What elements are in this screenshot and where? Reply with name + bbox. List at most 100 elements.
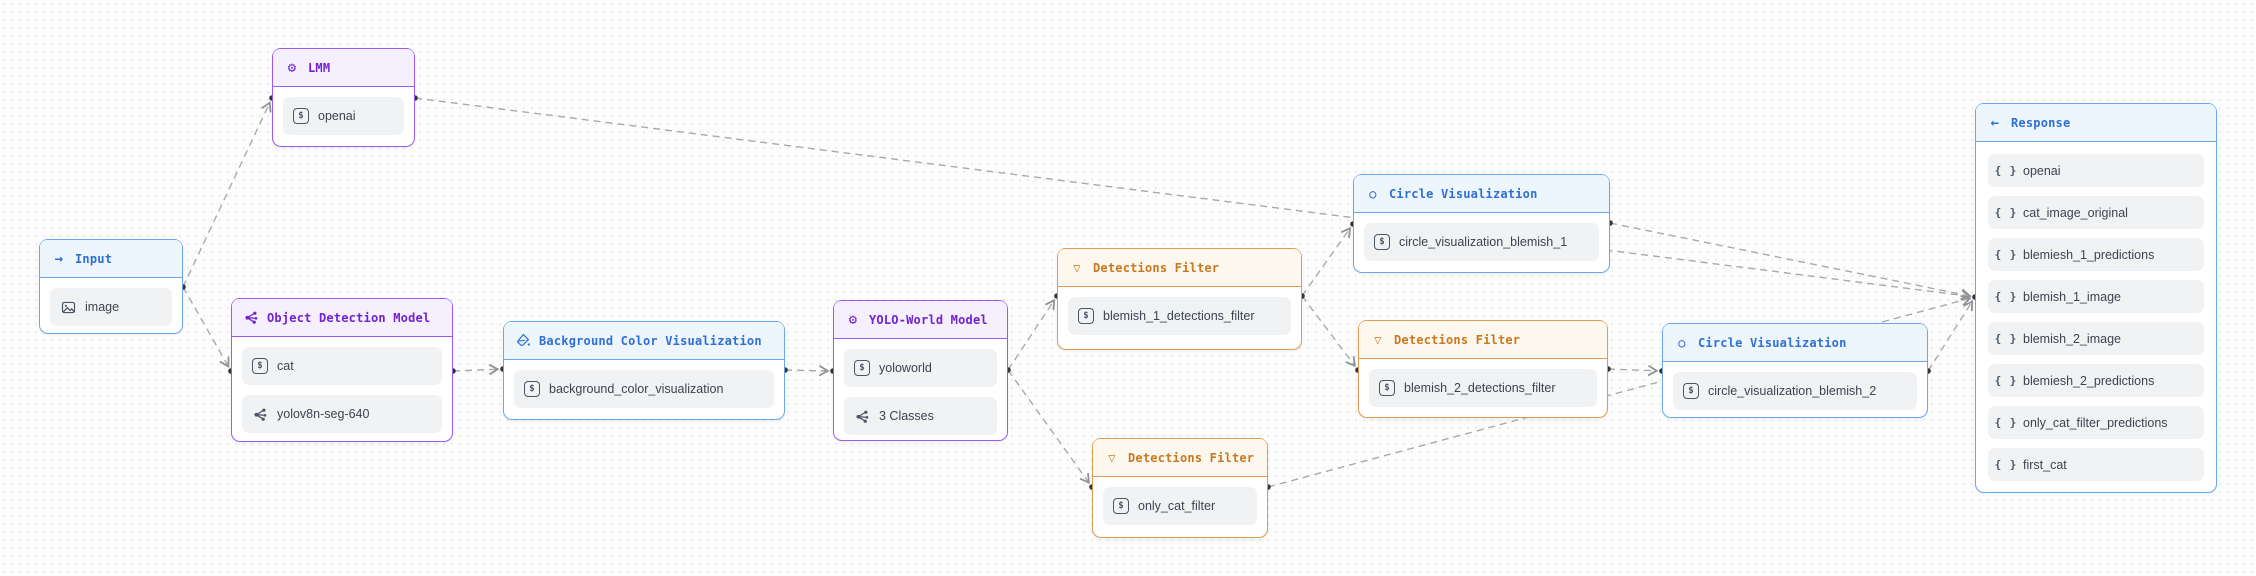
edge-lmm-to-response	[414, 97, 1972, 301]
item-label: blemiesh_2_predictions	[2023, 373, 2155, 388]
dollar-square-icon: $	[1113, 498, 1129, 514]
item-label: yoloworld	[879, 361, 932, 375]
node-title: Response	[2011, 115, 2071, 130]
item-circle-visualization-blemish-1[interactable]: $circle_visualization_blemish_1	[1364, 223, 1599, 261]
edge-input-to-lmm	[182, 101, 272, 288]
node-body: $ cat yolov8n-seg-640	[232, 337, 452, 443]
item-label: image	[85, 300, 120, 314]
node-background-color-visualization[interactable]: Background Color Visualization $backgroun…	[503, 321, 785, 420]
node-title: LMM	[308, 60, 331, 75]
item-blemish-1-detections-filter[interactable]: $blemish_1_detections_filter	[1068, 297, 1291, 335]
node-title: Object Detection Model	[267, 310, 431, 325]
item-blemish-2-detections-filter[interactable]: $ blemish_2_detections_filter	[1369, 369, 1597, 407]
dollar-square-icon: $	[252, 358, 268, 374]
node-yolo-world-model[interactable]: ⚙ YOLO-World Model $ yoloworld 3 Classes	[833, 300, 1008, 441]
item-cat-image-original[interactable]: { }cat_image_original	[1988, 196, 2204, 229]
item-only-cat-filter[interactable]: $only_cat_filter	[1103, 487, 1257, 525]
item-label: cat_image_original	[2023, 205, 2128, 220]
item-label: only_cat_filter_predictions	[2023, 415, 2168, 430]
braces-icon: { }	[1994, 248, 2018, 261]
item-blemish-1-image[interactable]: { } blemish_1_image	[1988, 280, 2204, 313]
item-label: background_color_visualization	[549, 382, 724, 396]
node-body: $ yoloworld 3 Classes	[834, 339, 1007, 445]
braces-icon: { }	[1994, 374, 2018, 387]
node-header: Object Detection Model	[232, 299, 452, 337]
funnel-icon: ▽	[1073, 260, 1081, 275]
node-detections-filter-3[interactable]: ▽Detections Filter $only_cat_filter	[1092, 438, 1268, 538]
braces-icon: { }	[1994, 416, 2018, 429]
dollar-square-icon: $	[1379, 380, 1395, 396]
item-label: first_cat	[2023, 457, 2067, 472]
edge-detections-filter-1-to-detections-filter-2	[1301, 295, 1356, 368]
braces-icon: { }	[1994, 290, 2018, 303]
node-title: Circle Visualization	[1389, 186, 1538, 201]
item-label: circle_visualization_blemish_2	[1708, 384, 1877, 398]
braces-icon: { }	[1994, 164, 2018, 177]
item-label: cat	[277, 359, 294, 373]
edge-circle-visualization-1-to-response	[1609, 222, 1972, 300]
item-label: blemiesh_1_predictions	[2023, 247, 2155, 262]
node-body: { }openai{ }cat_image_original{ }blemies…	[1976, 142, 2216, 493]
item-yolov8n-seg-640[interactable]: yolov8n-seg-640	[242, 395, 442, 433]
node-body: $ circle_visualization_blemish_2	[1663, 362, 1927, 420]
node-title: Background Color Visualization	[539, 333, 762, 348]
node-circle-visualization-2[interactable]: ○Circle Visualization $ circle_visualizati…	[1662, 323, 1928, 418]
dollar-square-icon: $	[1683, 383, 1699, 399]
node-title: Circle Visualization	[1698, 335, 1847, 350]
node-input[interactable]: →Input image	[39, 239, 183, 334]
dollar-square-icon: $	[293, 108, 309, 124]
item-label: blemish_2_detections_filter	[1404, 381, 1556, 395]
funnel-icon: ▽	[1374, 332, 1382, 347]
node-title: Detections Filter	[1093, 260, 1220, 275]
item-openai[interactable]: $openai	[283, 97, 404, 135]
item-label: blemish_1_image	[2023, 289, 2121, 304]
item-label: blemish_2_image	[2023, 331, 2121, 346]
item-circle-visualization-blemish-2[interactable]: $ circle_visualization_blemish_2	[1673, 372, 1917, 410]
node-body: $blemish_1_detections_filter	[1058, 287, 1301, 349]
item-blemish-2-image[interactable]: { }blemish_2_image	[1988, 322, 2204, 355]
funnel-icon: ▽	[1108, 450, 1116, 465]
node-header: ○Circle Visualization	[1663, 324, 1927, 362]
item-blemiesh-2-predictions[interactable]: { } blemiesh_2_predictions	[1988, 364, 2204, 397]
item-background-color-visualization[interactable]: $background_color_visualization	[514, 370, 774, 408]
braces-icon: { }	[1994, 458, 2018, 471]
edge-input-to-object-detection-model	[182, 286, 230, 368]
dollar-square-icon: $	[854, 360, 870, 376]
gear-icon: ⚙	[848, 311, 858, 328]
node-response[interactable]: ←Response{ }openai{ }cat_image_original{…	[1975, 103, 2217, 493]
item-cat[interactable]: $ cat	[242, 347, 442, 385]
item-yoloworld[interactable]: $ yoloworld	[844, 349, 997, 387]
item-label: yolov8n-seg-640	[277, 407, 370, 421]
node-header: ⚙ LMM	[273, 49, 414, 87]
node-body: $openai	[273, 87, 414, 146]
circle-icon: ○	[1369, 186, 1377, 201]
node-header: ○ Circle Visualization	[1354, 175, 1609, 213]
paint-bucket-icon	[515, 333, 531, 348]
item-first-cat[interactable]: { } first_cat	[1988, 448, 2204, 481]
gear-icon: ⚙	[287, 59, 297, 76]
node-body: $only_cat_filter	[1093, 477, 1267, 537]
node-title: YOLO-World Model	[869, 312, 988, 327]
node-title: Input	[75, 251, 113, 266]
edge-circle-visualization-2-to-response	[1927, 299, 1974, 372]
item-openai[interactable]: { } openai	[1988, 154, 2204, 187]
item-only-cat-filter-predictions[interactable]: { } only_cat_filter_predictions	[1988, 406, 2204, 439]
node-detections-filter-2[interactable]: ▽Detections Filter$blemish_2_detections_…	[1358, 320, 1608, 418]
edge-yolo-world-model-to-detections-filter-1	[1007, 298, 1056, 371]
dollar-square-icon: $	[1374, 234, 1390, 250]
item-label: openai	[2023, 163, 2061, 178]
node-header: →Input	[40, 240, 182, 278]
node-header: ▽ Detections Filter	[1058, 249, 1301, 287]
item-image[interactable]: image	[50, 288, 172, 326]
node-header: ⚙ YOLO-World Model	[834, 301, 1007, 339]
network-icon	[243, 310, 259, 325]
node-detections-filter-1[interactable]: ▽ Detections Filter $blemish_1_detections_…	[1057, 248, 1302, 350]
node-object-detection-model[interactable]: Object Detection Model $ cat yolov8n-seg-64…	[231, 298, 453, 442]
node-body: $ blemish_2_detections_filter	[1359, 359, 1607, 417]
node-circle-visualization-1[interactable]: ○ Circle Visualization $circle_visualizati…	[1353, 174, 1610, 273]
node-header: ▽Detections Filter	[1093, 439, 1267, 477]
item-3-classes[interactable]: 3 Classes	[844, 397, 997, 435]
item-blemiesh-1-predictions[interactable]: { } blemiesh_1_predictions	[1988, 238, 2204, 271]
node-lmm[interactable]: ⚙ LMM $openai	[272, 48, 415, 147]
